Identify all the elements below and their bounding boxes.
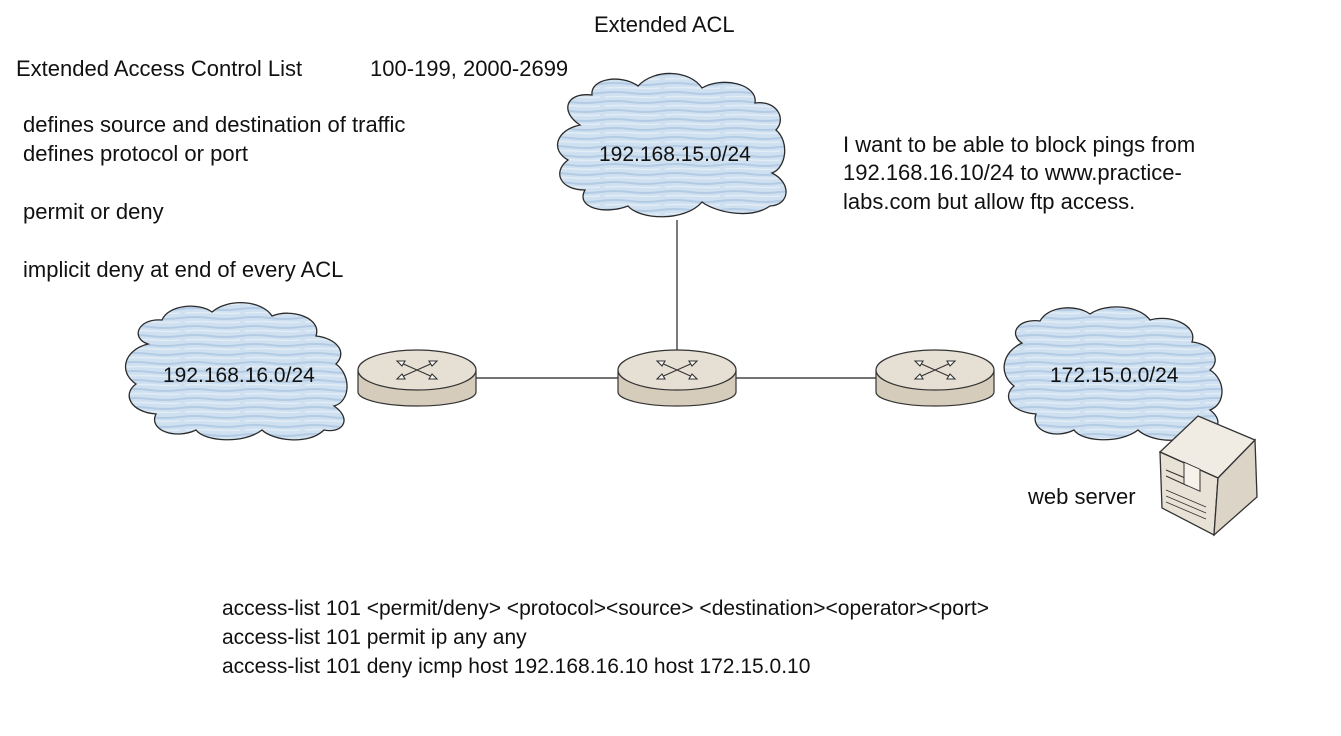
page-title: Extended ACL [594, 12, 735, 37]
goal-line-1: I want to be able to block pings from [843, 132, 1196, 157]
network-label-left: 192.168.16.0/24 [163, 364, 315, 387]
command-syntax: access-list 101 <permit/deny> <protocol>… [222, 597, 989, 620]
goal-line-3: labs.com but allow ftp access. [843, 189, 1136, 214]
goal-line-2: 192.168.16.10/24 to www.practice- [843, 160, 1182, 185]
links [476, 220, 876, 379]
acl-type-label: Extended Access Control List [16, 56, 303, 81]
cloud-top [557, 72, 787, 218]
note-permit-deny: permit or deny [23, 199, 164, 224]
command-permit: access-list 101 permit ip any any [222, 626, 527, 649]
command-deny: access-list 101 deny icmp host 192.168.1… [222, 655, 811, 678]
cloud-right [1003, 306, 1223, 441]
network-label-right: 172.15.0.0/24 [1050, 364, 1179, 387]
router-left [357, 349, 477, 407]
cloud-left [125, 301, 348, 441]
web-server-label: web server [1028, 484, 1136, 509]
note-source-destination: defines source and destination of traffi… [23, 112, 406, 137]
acl-number-ranges: 100-199, 2000-2699 [370, 56, 569, 81]
note-implicit-deny: implicit deny at end of every ACL [23, 257, 344, 282]
router-core [617, 349, 737, 407]
router-right [875, 349, 995, 407]
network-label-top: 192.168.15.0/24 [599, 143, 751, 166]
note-protocol-port: defines protocol or port [23, 141, 249, 166]
web-server-icon [1158, 415, 1258, 537]
